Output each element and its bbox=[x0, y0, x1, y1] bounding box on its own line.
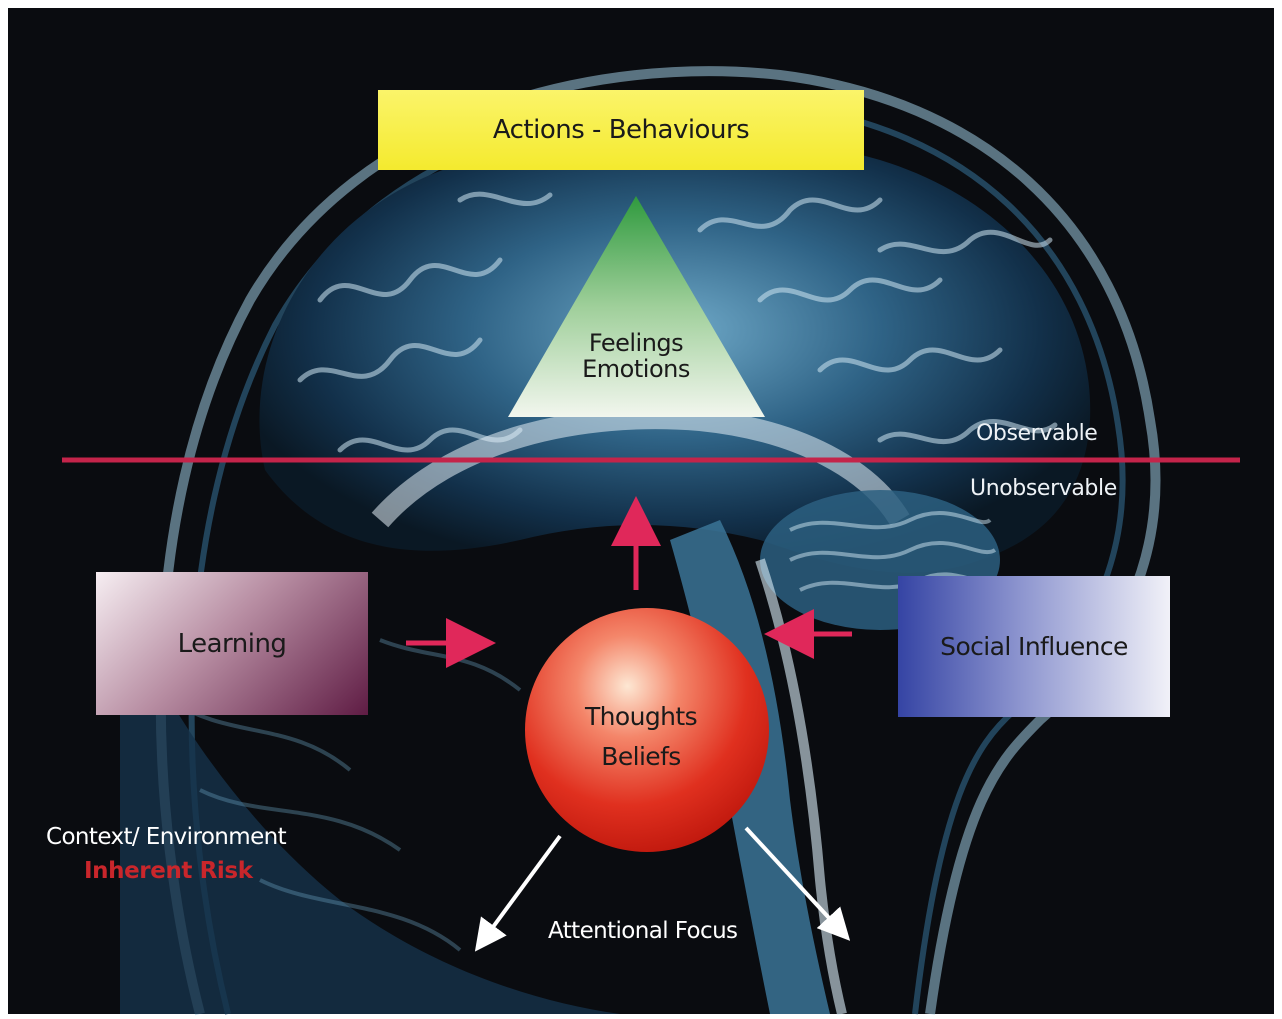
corpus-callosum bbox=[371, 407, 910, 528]
feelings-label: Feelings bbox=[588, 329, 684, 357]
observable-label: Observable bbox=[976, 421, 1098, 446]
thoughts-circle bbox=[525, 608, 769, 852]
thoughts-label: Thoughts bbox=[585, 702, 698, 731]
social-influence-label: Social Influence bbox=[940, 632, 1128, 661]
context-environment-label: Context/ Environment bbox=[46, 824, 287, 850]
feelings-emotions-label: Feelings Emotions bbox=[536, 330, 736, 383]
emotions-label: Emotions bbox=[582, 355, 690, 384]
actions-behaviours-box: Actions - Behaviours bbox=[378, 90, 864, 170]
attentional-focus-label: Attentional Focus bbox=[548, 918, 738, 944]
social-influence-box: Social Influence bbox=[898, 576, 1170, 717]
learning-label: Learning bbox=[177, 628, 287, 659]
brain-folds bbox=[297, 191, 1058, 453]
face-tissue bbox=[120, 600, 620, 1014]
skull-outline bbox=[155, 66, 1161, 1016]
inherent-risk-label: Inherent Risk bbox=[84, 858, 253, 884]
beliefs-label: Beliefs bbox=[601, 742, 681, 771]
learning-box: Learning bbox=[96, 572, 368, 715]
focus-arrow-left bbox=[474, 834, 562, 952]
actions-behaviours-label: Actions - Behaviours bbox=[492, 115, 750, 145]
feelings-triangle bbox=[508, 196, 765, 417]
thoughts-beliefs-label: Thoughts Beliefs bbox=[546, 697, 736, 777]
focus-arrow-right bbox=[744, 826, 851, 941]
unobservable-label: Unobservable bbox=[970, 476, 1117, 501]
